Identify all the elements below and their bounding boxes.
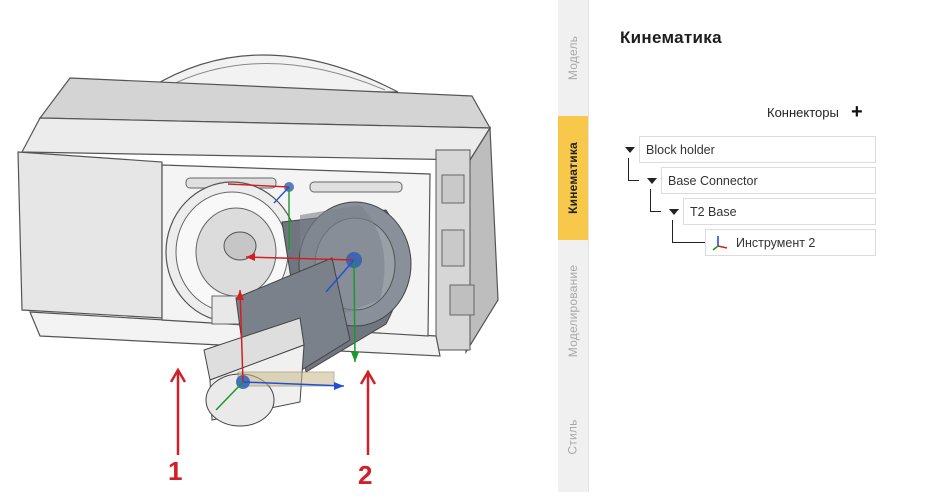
tab-kinematics[interactable]: Кинематика (558, 116, 588, 240)
expand-toggle-t2-base[interactable] (669, 209, 679, 215)
connectors-header: Коннекторы + (767, 101, 865, 123)
tree-node-label: Инструмент 2 (736, 235, 816, 250)
tab-modeling[interactable]: Моделирование (558, 240, 588, 382)
vertical-tab-bar: Модель Кинематика Моделирование Стиль (558, 0, 589, 492)
tree-node-t2-base[interactable]: T2 Base (683, 198, 876, 225)
tree-line (628, 158, 639, 181)
tree-node-label: Block holder (646, 142, 715, 157)
plus-icon[interactable]: + (851, 101, 863, 123)
callout-label-1: 1 (168, 456, 183, 486)
tab-modeling-label: Моделирование (566, 264, 581, 358)
panel-title: Кинематика (620, 28, 722, 47)
tab-style[interactable]: Стиль (558, 382, 588, 492)
expand-toggle-base-connector[interactable] (647, 178, 657, 184)
tab-model-label: Модель (566, 35, 580, 81)
tree-line (650, 189, 661, 212)
tree-node-block-holder[interactable]: Block holder (639, 136, 876, 163)
callout-label-2: 2 (358, 460, 373, 490)
connectors-label: Коннекторы (767, 104, 839, 120)
tab-kinematics-label: Кинематика (566, 142, 581, 214)
3d-viewport[interactable]: 1 2 (0, 0, 558, 502)
tree-node-tool-2[interactable]: Инструмент 2 (705, 229, 876, 256)
axis-icon (712, 235, 728, 251)
tab-model[interactable]: Модель (558, 0, 588, 116)
tab-style-label: Стиль (566, 419, 580, 455)
expand-toggle-block-holder[interactable] (625, 147, 635, 153)
tree-node-label: T2 Base (690, 204, 737, 219)
tree-line (672, 220, 705, 243)
tool-holder-model (17, 54, 499, 455)
kinematics-panel: Кинематика Коннекторы + Block holder Bas… (589, 0, 926, 502)
tree-node-label: Base Connector (668, 173, 758, 188)
tree-node-base-connector[interactable]: Base Connector (661, 167, 876, 194)
